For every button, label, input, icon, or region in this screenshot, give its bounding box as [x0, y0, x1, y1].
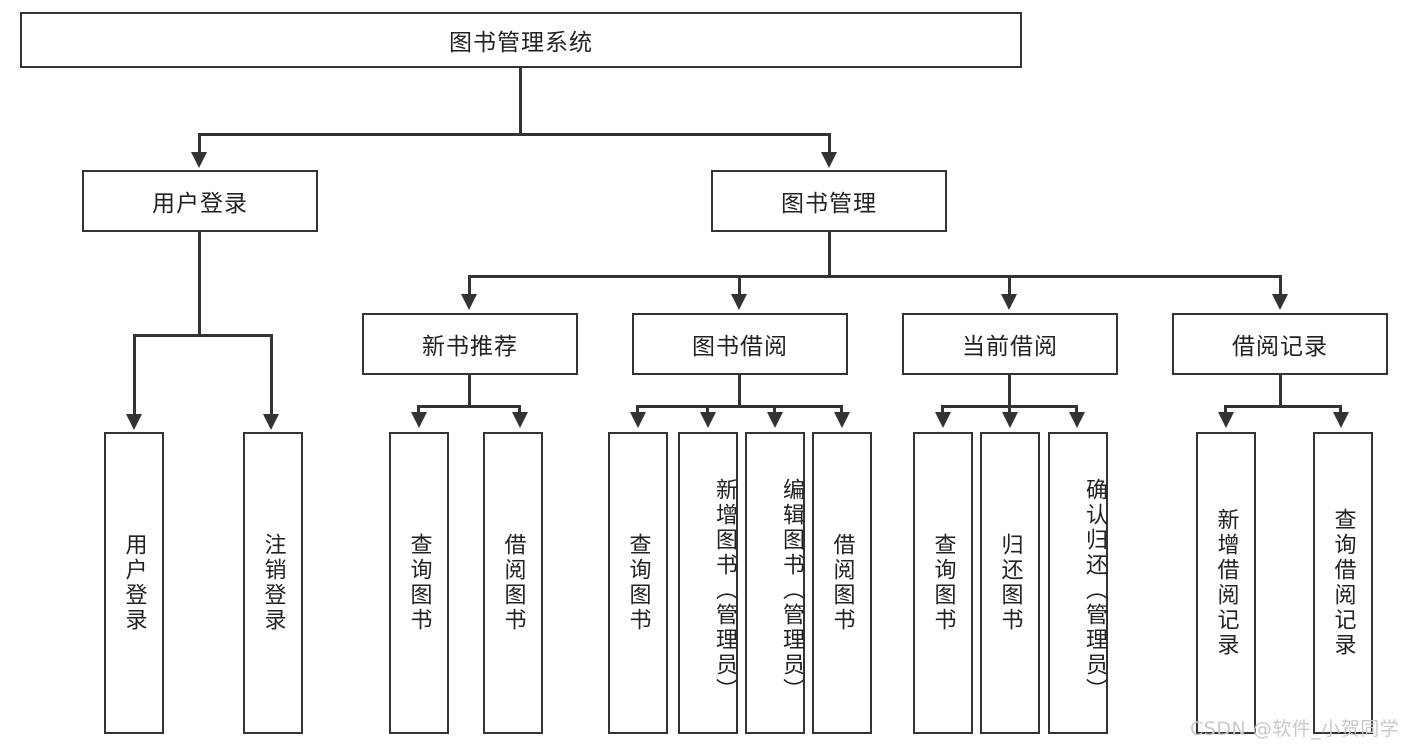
arrowhead-leaf-add-record [1218, 412, 1234, 428]
leaf-query-book-current[interactable]: 查询图书 [913, 432, 973, 734]
arrowhead-borrow-record [1272, 294, 1288, 310]
edge-user-login-drop-2 [270, 334, 273, 418]
edge-book-management-stem [828, 232, 831, 277]
arrowhead-leaf-borrow-book-2 [834, 412, 850, 428]
arrowhead-leaf-edit-book [767, 412, 783, 428]
node-book-borrow[interactable]: 图书借阅 [632, 313, 848, 375]
csdn-watermark: CSDN @软件_小贺同学 [1190, 718, 1400, 740]
leaf-confirm-return-admin[interactable]: 确认归还（管理员） [1048, 432, 1108, 734]
edge-bm-drop-4 [1279, 275, 1282, 298]
arrowhead-leaf-query-book-2 [630, 412, 646, 428]
leaf-borrow-book-borrow[interactable]: 借阅图书 [812, 432, 872, 734]
node-borrow-record[interactable]: 借阅记录 [1172, 313, 1388, 375]
edge-borrow-record-bar [1224, 405, 1342, 408]
edge-user-login-drop-1 [133, 334, 136, 418]
leaf-edit-book-admin[interactable]: 编辑图书（管理员） [745, 432, 805, 734]
arrowhead-leaf-query-book-3 [935, 412, 951, 428]
leaf-add-borrow-record[interactable]: 新增借阅记录 [1196, 432, 1256, 734]
edge-book-borrow-stem [738, 375, 741, 408]
arrowhead-leaf-confirm-return [1069, 412, 1085, 428]
arrowhead-book-borrow [731, 294, 747, 310]
edge-user-login-bar [133, 334, 272, 337]
edge-root-drop-right [828, 133, 831, 156]
node-new-book-recommend[interactable]: 新书推荐 [362, 313, 578, 375]
edge-root-bar [198, 133, 831, 136]
arrowhead-leaf-borrow-book-1 [512, 412, 528, 428]
edge-bm-drop-3 [1008, 275, 1011, 298]
edge-book-management-bar [468, 275, 1282, 278]
arrowhead-book-manage [821, 152, 837, 168]
edge-bm-drop-2 [738, 275, 741, 298]
leaf-query-borrow-record[interactable]: 查询借阅记录 [1313, 432, 1373, 734]
arrowhead-leaf-logout [263, 414, 279, 430]
arrowhead-leaf-query-record [1333, 412, 1349, 428]
leaf-query-book-new[interactable]: 查询图书 [389, 432, 449, 734]
edge-user-login-stem [198, 232, 201, 336]
edge-root-stem [519, 68, 522, 134]
node-current-borrow[interactable]: 当前借阅 [902, 313, 1118, 375]
arrowhead-leaf-query-book-1 [411, 412, 427, 428]
edge-borrow-record-stem [1279, 375, 1282, 408]
leaf-query-book-borrow[interactable]: 查询图书 [608, 432, 668, 734]
leaf-add-book-admin[interactable]: 新增图书（管理员） [678, 432, 738, 734]
arrowhead-leaf-user-login [126, 414, 142, 430]
arrowhead-user-login [191, 152, 207, 168]
node-book-management[interactable]: 图书管理 [711, 170, 947, 232]
arrowhead-leaf-return-book [1002, 412, 1018, 428]
edge-root-drop-left [198, 133, 201, 156]
edge-bm-drop-1 [468, 275, 471, 298]
leaf-borrow-book-new[interactable]: 借阅图书 [483, 432, 543, 734]
node-user-login[interactable]: 用户登录 [82, 170, 318, 232]
edge-new-book-stem [468, 375, 471, 408]
edge-book-borrow-bar [636, 405, 842, 408]
arrowhead-leaf-add-book [700, 412, 716, 428]
edge-current-borrow-stem [1008, 375, 1011, 408]
edge-new-book-bar [417, 405, 521, 408]
arrowhead-current-borrow [1001, 294, 1017, 310]
leaf-logout[interactable]: 注销登录 [243, 432, 303, 734]
leaf-return-book[interactable]: 归还图书 [980, 432, 1040, 734]
leaf-user-login[interactable]: 用户登录 [104, 432, 164, 734]
node-root-system[interactable]: 图书管理系统 [20, 12, 1022, 68]
arrowhead-new-book [461, 294, 477, 310]
